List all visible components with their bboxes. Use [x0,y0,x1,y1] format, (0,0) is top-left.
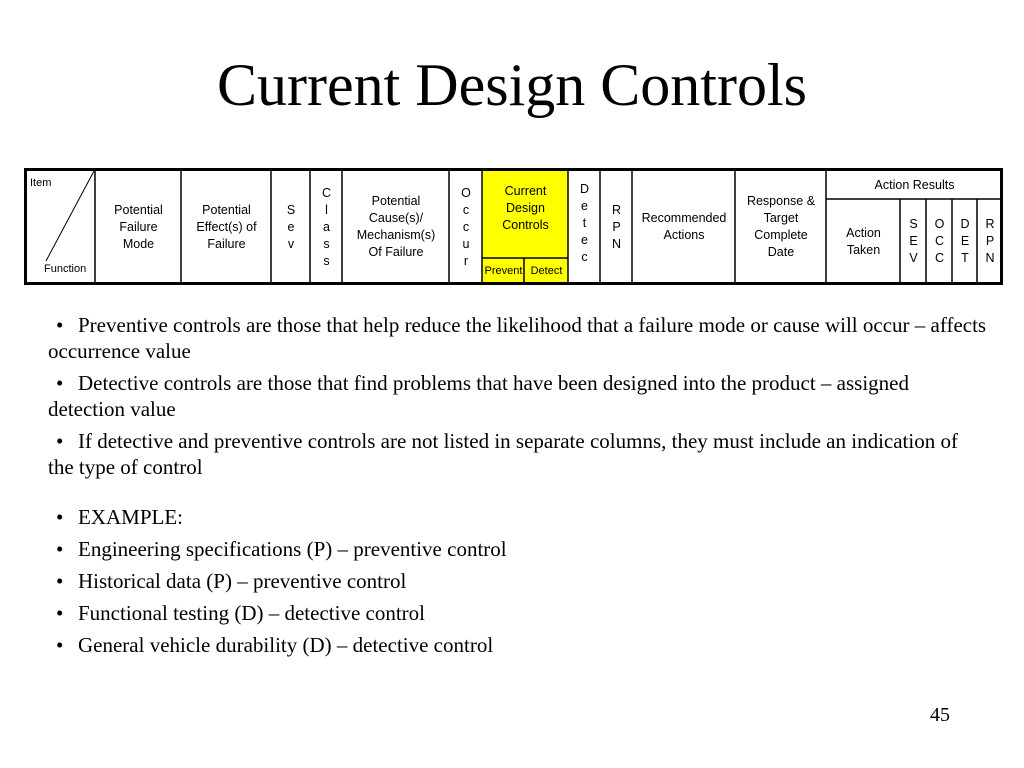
occur-header: O c c u r [461,185,471,268]
list-item: •If detective and preventive controls ar… [48,429,958,479]
detect-subheader: Detect [530,264,563,277]
bullet-marker: • [56,505,64,529]
column-dividers [94,170,1002,283]
list-item: •Functional testing (D) – detective cont… [48,600,988,626]
bullet-marker: • [56,633,64,657]
fmea-header-table: Item Function Potential Failure Mode Pot… [24,168,1004,285]
list-item: •General vehicle durability (D) – detect… [48,632,988,658]
prevent-subheader: Prevent [484,264,523,277]
page-number: 45 [930,704,950,726]
current-design-controls-header: Current Design Controls [502,183,549,232]
item-diagonal [45,170,95,262]
class-header: C l a s s [321,185,332,268]
result-occ-header: O C C [934,217,945,265]
table-grid [24,168,1003,285]
list-item: •Engineering specifications (P) – preven… [48,536,988,562]
item-label: Item [30,177,52,189]
bullet-marker: • [56,371,64,395]
potential-causes-header: Potential Cause(s)/ Mechanism(s) Of Fail… [356,194,436,259]
recommended-actions-header: Recommended Actions [641,211,727,242]
action-results-header: Action Results [874,177,955,192]
bullet-marker: • [56,537,64,561]
table-border [24,168,1003,285]
current-controls-highlight [482,171,568,283]
list-item: •Detective controls are those that find … [48,371,910,421]
result-sev-header: S E V [909,217,918,265]
bullet-marker: • [56,313,64,337]
bullet-list: •Preventive controls are those that help… [48,312,988,664]
list-item: •Preventive controls are those that help… [48,313,987,363]
potential-failure-mode-header: Potential Failure Mode [114,202,163,251]
rpn-header: R P N [611,202,622,251]
slide-title: Current Design Controls [217,52,807,118]
result-det-header: D E T [960,217,970,265]
sev-header: S e v [286,202,296,251]
detec-header: D e t e c [579,181,590,264]
result-rpn-header: R P N [985,217,995,265]
bullet-marker: • [56,569,64,593]
list-item: •EXAMPLE: [48,504,988,530]
list-item: •Historical data (P) – preventive contro… [48,568,988,594]
response-target-header: Response & Target Complete Date [746,194,816,259]
potential-effects-header: Potential Effect(s) of Failure [196,202,257,251]
action-taken-header: Action Taken [846,225,881,257]
bullet-marker: • [56,601,64,625]
bullet-marker: • [56,429,64,453]
function-label: Function [44,263,87,275]
